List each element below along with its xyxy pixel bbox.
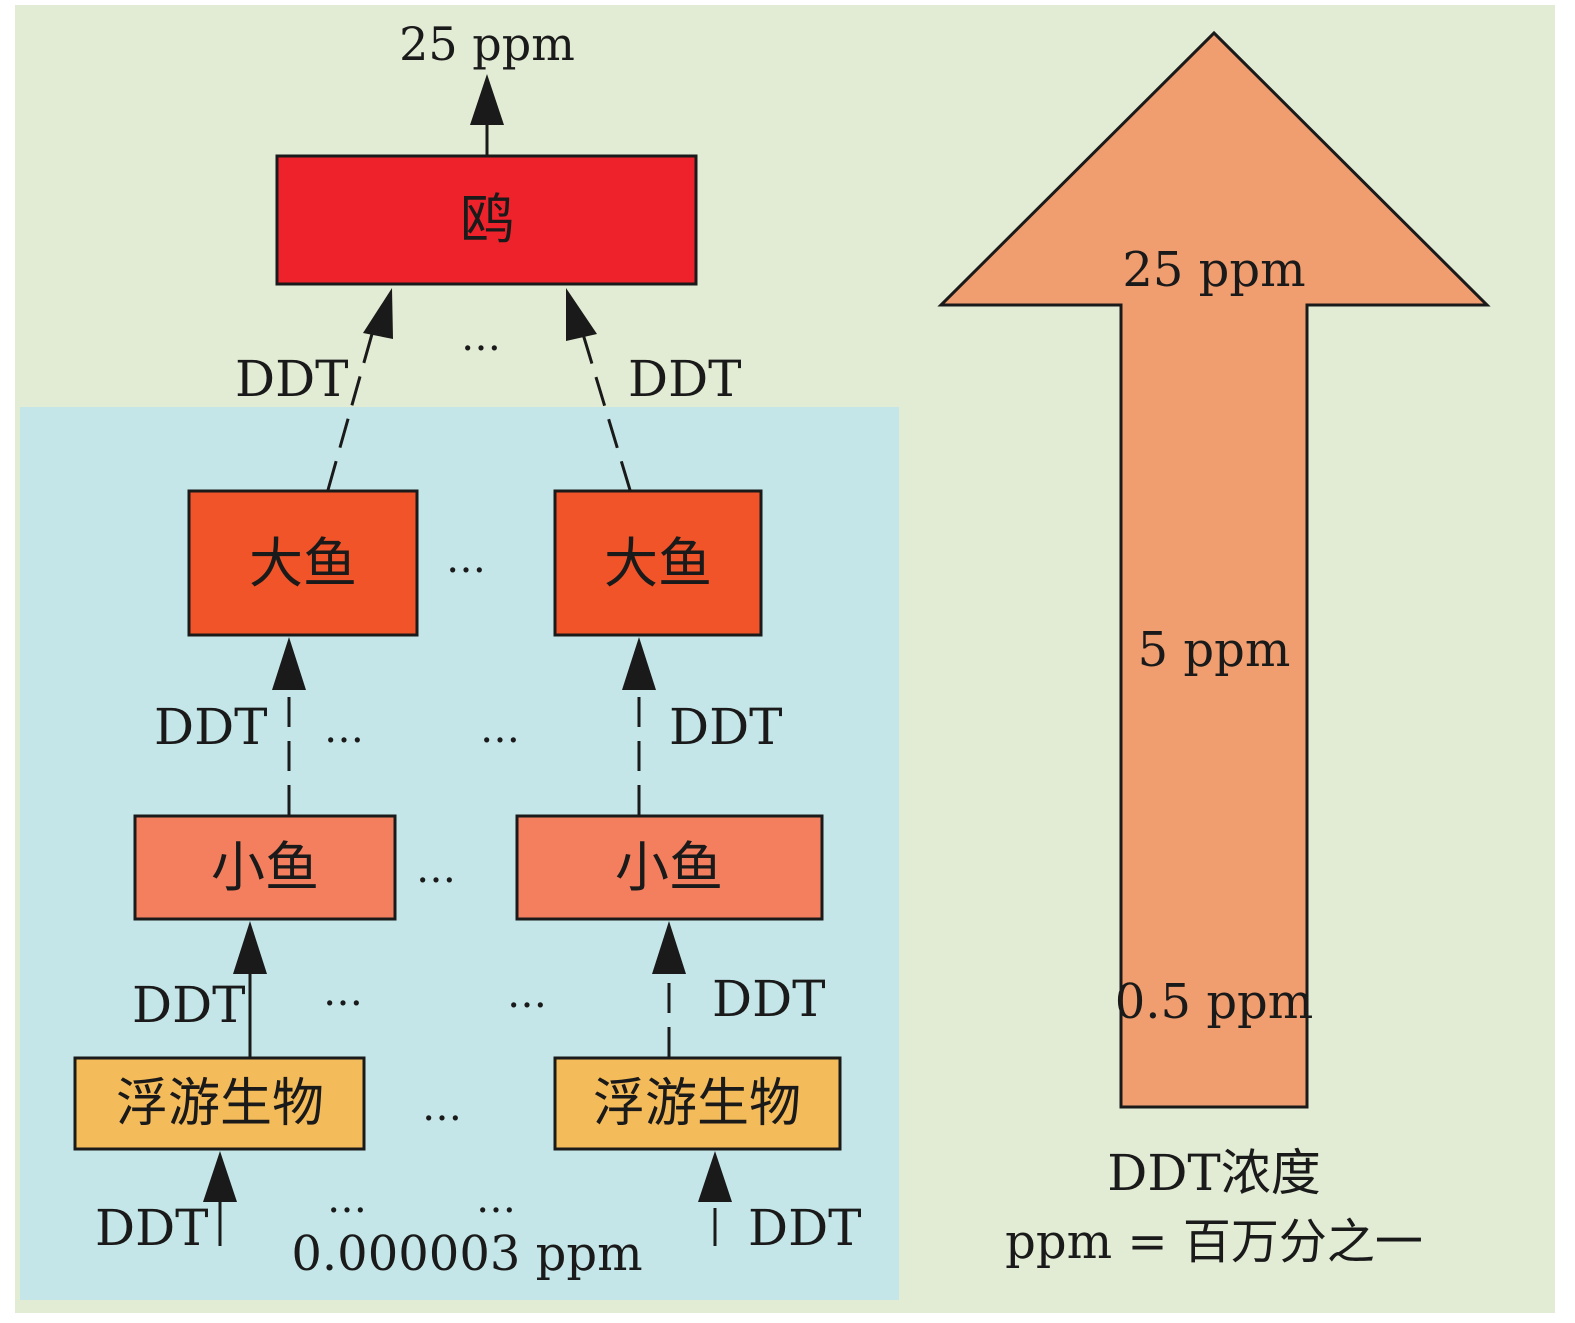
concentration-value-low: 0.5 ppm [1115, 974, 1314, 1030]
big-fish-left-to-gull-link [326, 333, 374, 491]
ellipsis-small-fish-link-right: … [507, 971, 547, 1017]
big-fish-box-left [187, 489, 419, 637]
concentration-value-high: 25 ppm [1122, 242, 1305, 298]
legend-title: DDT浓度 [1107, 1144, 1321, 1202]
ellipsis-small-fish-link-left: … [323, 969, 363, 1015]
ellipsis-water-left: … [327, 1176, 367, 1222]
ddt-label-gull-right: DDT [628, 350, 742, 408]
ellipsis-big-fish-level: … [446, 536, 486, 582]
ellipsis-small-fish-level: … [416, 846, 456, 892]
gull-box [275, 154, 698, 286]
ellipsis-water-right: … [476, 1176, 516, 1222]
plankton-label-left: 浮游生物 [116, 1074, 324, 1134]
small-fish-label-left: 小鱼 [211, 836, 319, 899]
ddt-label-big-fish-left: DDT [154, 698, 268, 756]
ellipsis-plankton-level: … [422, 1084, 462, 1130]
ddt-label-small-fish-left: DDT [132, 976, 246, 1034]
legend-note: ppm = 百万分之一 [1005, 1214, 1423, 1270]
plankton-left-to-small-fish-arrowhead [233, 921, 267, 974]
small-fish-label-right: 小鱼 [615, 836, 723, 899]
big-fish-right-to-gull-arrowhead [566, 288, 597, 341]
ellipsis-big-fish-link-right: … [480, 706, 520, 752]
water-to-plankton-left-arrowhead [203, 1151, 237, 1202]
gull-label: 鸥 [460, 188, 514, 251]
big-fish-box-right [553, 489, 763, 637]
concentration-arrow [937, 30, 1491, 1109]
plankton-label-right: 浮游生物 [593, 1074, 801, 1134]
small-fish-right-to-big-fish-arrowhead [622, 637, 656, 690]
ddt-label-small-fish-right: DDT [712, 970, 826, 1028]
plankton-box-right [553, 1056, 842, 1151]
big-fish-label-left: 大鱼 [249, 532, 357, 595]
ddt-label-big-fish-right: DDT [669, 698, 783, 756]
small-fish-box-right [515, 814, 824, 921]
concentration-value-mid: 5 ppm [1138, 622, 1291, 678]
big-fish-left-to-gull-arrowhead [363, 288, 393, 339]
ddt-label-gull-left: DDT [235, 350, 349, 408]
big-fish-label-right: 大鱼 [604, 532, 712, 595]
plankton-box-left [73, 1056, 366, 1151]
small-fish-box-left [133, 814, 397, 921]
water-to-plankton-right-arrowhead [698, 1151, 732, 1202]
ddt-label-plankton-right: DDT [748, 1199, 862, 1257]
plankton-right-to-small-fish-arrowhead [652, 921, 686, 974]
ellipsis-gull-level: … [461, 314, 501, 360]
ellipsis-big-fish-link-left: … [324, 706, 364, 752]
gull-output-arrowhead [470, 74, 504, 125]
water-concentration-label: 0.000003 ppm [291, 1226, 642, 1282]
gull-concentration-label: 25 ppm [399, 17, 575, 71]
small-fish-left-to-big-fish-arrowhead [272, 637, 306, 690]
ddt-label-plankton-left: DDT [95, 1199, 209, 1257]
big-fish-right-to-gull-link [581, 333, 632, 491]
